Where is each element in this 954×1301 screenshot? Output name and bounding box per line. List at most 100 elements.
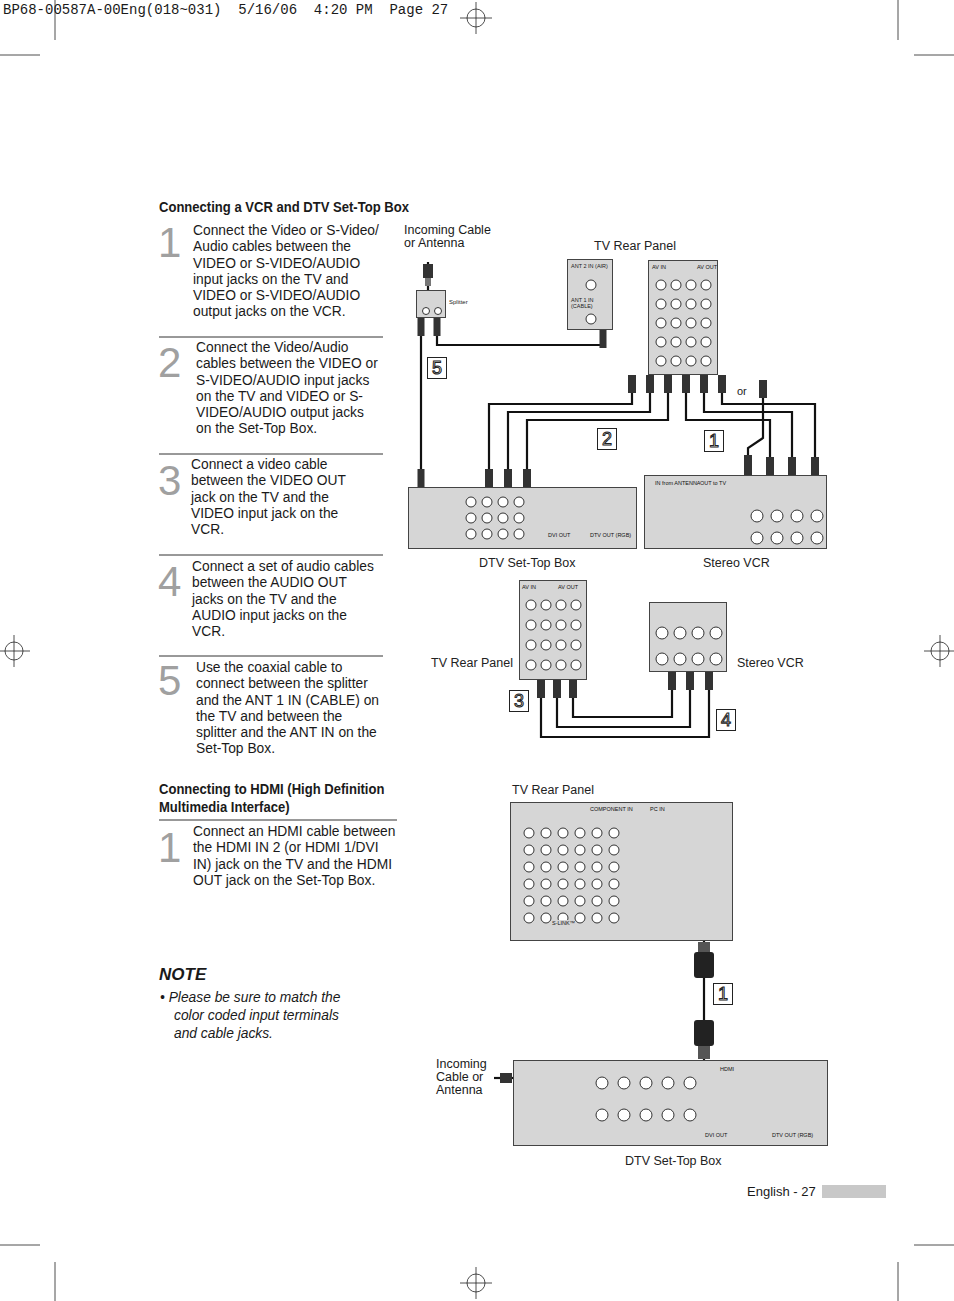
jack — [526, 600, 536, 610]
jack — [556, 600, 566, 610]
jack — [751, 532, 763, 544]
step-text: Use the coaxial cable to connect between… — [196, 660, 383, 758]
cable — [508, 375, 650, 487]
jack — [541, 640, 551, 650]
jack — [482, 497, 492, 507]
jack — [684, 1109, 696, 1121]
jack — [592, 845, 602, 855]
plug — [700, 375, 708, 393]
jack-label: AV IN — [522, 584, 536, 590]
jack — [710, 627, 722, 639]
jack — [671, 280, 681, 290]
jack — [640, 1077, 652, 1089]
plug — [668, 672, 676, 690]
cable-connector — [553, 672, 694, 727]
jack — [482, 529, 492, 539]
jack — [541, 879, 551, 889]
jack-label: AV OUT — [697, 264, 717, 270]
device-caption: TV Rear Panel — [512, 783, 594, 797]
jack — [684, 1077, 696, 1089]
device-caption: TV Rear Panel — [594, 239, 676, 253]
jack — [701, 318, 711, 328]
jack — [524, 896, 534, 906]
jack — [556, 640, 566, 650]
incoming-cable-top — [423, 262, 433, 290]
jack — [541, 913, 551, 923]
device-caption: Splitter — [449, 299, 468, 306]
jack — [571, 660, 581, 670]
jack — [526, 640, 536, 650]
jack — [526, 660, 536, 670]
note-heading: NOTE — [159, 965, 206, 985]
jack — [526, 620, 536, 630]
jack-artwork — [511, 803, 734, 942]
jack — [571, 640, 581, 650]
jack — [656, 653, 668, 665]
set-top-box: DTV Set-Top Box — [408, 487, 637, 549]
jack — [524, 845, 534, 855]
plug — [553, 680, 561, 698]
incoming-cable-bottom — [494, 1073, 513, 1083]
jack — [811, 532, 823, 544]
jack-label: AV IN — [652, 264, 666, 270]
print-slug: BP68-00587A-00Eng(018~031) 5/16/06 4:20 … — [3, 2, 448, 18]
step-text: Connect a set of audio cables between th… — [192, 559, 379, 640]
step-text: Connect a video cable between the VIDEO … — [191, 457, 371, 538]
jack — [575, 879, 585, 889]
jack — [541, 828, 551, 838]
callout-number: 1 — [704, 430, 724, 452]
jack — [524, 879, 534, 889]
jack-label: AV OUT — [558, 584, 578, 590]
jack — [671, 299, 681, 309]
jack — [692, 653, 704, 665]
jack — [575, 828, 585, 838]
jack-label: COMPONENT IN — [590, 806, 633, 812]
cable — [573, 672, 672, 717]
jack — [811, 510, 823, 522]
jack — [771, 510, 783, 522]
jack-label: DTV OUT (RGB) — [772, 1132, 813, 1138]
jack — [656, 299, 666, 309]
jack — [609, 913, 619, 923]
jack — [671, 356, 681, 366]
antenna-panel: ANT 2 IN (AIR)ANT 1 IN (CABLE) — [567, 259, 613, 330]
jack — [674, 653, 686, 665]
jack — [710, 653, 722, 665]
plug — [686, 672, 694, 690]
jack-artwork — [568, 260, 614, 331]
cable — [541, 672, 709, 737]
jack — [556, 620, 566, 630]
jack-label: IN from ANTENNA — [655, 480, 701, 486]
step-number: 4 — [158, 561, 181, 603]
jack-artwork — [417, 291, 447, 319]
step-number: 1 — [158, 222, 181, 264]
device-caption: Stereo VCR — [737, 656, 804, 670]
jack-artwork — [409, 488, 638, 550]
jack — [556, 660, 566, 670]
jack — [466, 497, 476, 507]
tv-rear-panel: TV Rear Panel — [648, 260, 718, 375]
jack — [541, 845, 551, 855]
stereo-vcr: Stereo VCR — [649, 602, 727, 672]
jack-artwork — [520, 581, 588, 681]
plug — [718, 375, 726, 393]
plug — [537, 680, 545, 698]
jack-label: DVI OUT — [705, 1132, 727, 1138]
jack — [609, 845, 619, 855]
jack — [618, 1077, 630, 1089]
jack — [541, 896, 551, 906]
page-number: English - 27 — [747, 1184, 816, 1199]
jack — [423, 308, 430, 315]
jack — [592, 879, 602, 889]
step-number: 5 — [158, 660, 181, 702]
plug — [811, 457, 819, 475]
jack — [558, 828, 568, 838]
jack — [558, 896, 568, 906]
plug — [418, 318, 425, 336]
jack — [524, 913, 534, 923]
callout-number: 3 — [509, 690, 529, 712]
cable — [527, 375, 668, 487]
jack — [571, 620, 581, 630]
jack-label: DVI OUT — [548, 532, 570, 538]
